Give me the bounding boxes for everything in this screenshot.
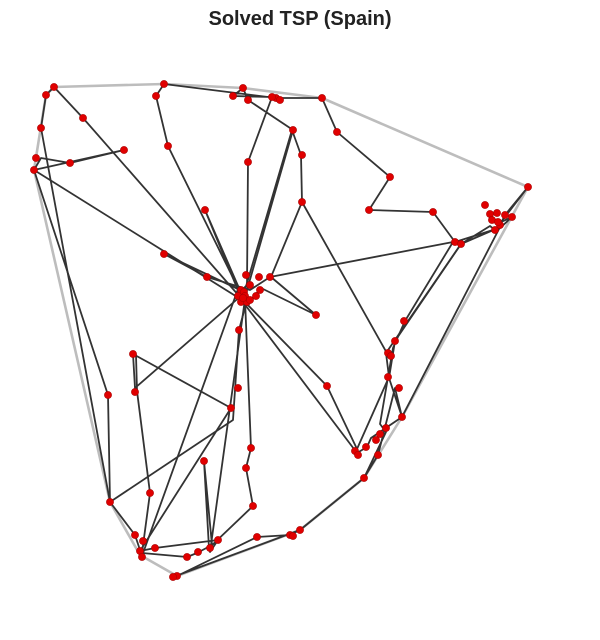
route-path-2 bbox=[33, 149, 254, 558]
city-point bbox=[32, 154, 40, 162]
city-point bbox=[362, 443, 370, 451]
city-point bbox=[429, 208, 437, 216]
city-point bbox=[391, 337, 399, 345]
city-point bbox=[354, 451, 362, 459]
city-point bbox=[333, 128, 341, 136]
city-point bbox=[183, 553, 191, 561]
city-point bbox=[252, 292, 260, 300]
city-point bbox=[151, 544, 159, 552]
city-point bbox=[382, 424, 390, 432]
city-point bbox=[239, 294, 247, 302]
city-point bbox=[203, 273, 211, 281]
city-point bbox=[289, 126, 297, 134]
chart-title: Solved TSP (Spain) bbox=[208, 8, 392, 30]
city-point bbox=[246, 296, 254, 304]
city-point bbox=[42, 91, 50, 99]
city-point bbox=[384, 373, 392, 381]
city-point bbox=[323, 382, 331, 390]
city-point bbox=[169, 573, 177, 581]
city-point bbox=[146, 489, 154, 497]
city-point bbox=[501, 211, 509, 219]
city-point bbox=[206, 544, 214, 552]
city-point bbox=[242, 464, 250, 472]
city-point bbox=[376, 430, 384, 438]
city-point bbox=[266, 273, 274, 281]
city-point bbox=[131, 531, 139, 539]
city-point bbox=[374, 451, 382, 459]
city-point bbox=[398, 413, 406, 421]
city-point bbox=[139, 537, 147, 545]
city-point bbox=[296, 526, 304, 534]
city-point bbox=[508, 213, 516, 221]
city-point bbox=[201, 206, 209, 214]
city-point bbox=[164, 142, 172, 150]
city-point bbox=[214, 536, 222, 544]
city-point bbox=[276, 96, 284, 104]
city-point bbox=[457, 240, 465, 248]
city-point bbox=[229, 92, 237, 100]
city-point bbox=[491, 226, 499, 234]
city-point bbox=[129, 350, 137, 358]
city-point bbox=[395, 384, 403, 392]
city-point bbox=[256, 286, 264, 294]
city-point bbox=[387, 352, 395, 360]
route-path-3 bbox=[33, 129, 303, 503]
city-point bbox=[37, 124, 45, 132]
city-point bbox=[365, 206, 373, 214]
city-point bbox=[235, 326, 243, 334]
city-point bbox=[200, 457, 208, 465]
route-path-4 bbox=[163, 201, 513, 578]
city-point bbox=[253, 533, 261, 541]
city-point bbox=[255, 273, 263, 281]
cities bbox=[30, 80, 532, 581]
city-point bbox=[160, 80, 168, 88]
city-point bbox=[268, 93, 276, 101]
city-point bbox=[234, 384, 242, 392]
city-point bbox=[244, 96, 252, 104]
city-point bbox=[239, 84, 247, 92]
city-point bbox=[289, 532, 297, 540]
city-point bbox=[30, 166, 38, 174]
city-point bbox=[138, 553, 146, 561]
city-point bbox=[318, 94, 326, 102]
city-point bbox=[227, 404, 235, 412]
city-point bbox=[481, 201, 489, 209]
city-point bbox=[249, 502, 257, 510]
city-point bbox=[298, 198, 306, 206]
city-point bbox=[247, 444, 255, 452]
city-point bbox=[66, 159, 74, 167]
city-point bbox=[246, 281, 254, 289]
city-point bbox=[244, 158, 252, 166]
city-point bbox=[372, 436, 380, 444]
city-point bbox=[104, 391, 112, 399]
city-point bbox=[160, 250, 168, 258]
city-point bbox=[524, 183, 532, 191]
city-point bbox=[79, 114, 87, 122]
city-point bbox=[360, 474, 368, 482]
city-point bbox=[400, 317, 408, 325]
city-point bbox=[242, 271, 250, 279]
city-point bbox=[194, 548, 202, 556]
city-point bbox=[152, 92, 160, 100]
city-point bbox=[494, 218, 502, 226]
city-point bbox=[106, 498, 114, 506]
city-point bbox=[386, 173, 394, 181]
city-point bbox=[298, 151, 306, 159]
city-point bbox=[50, 83, 58, 91]
city-point bbox=[131, 388, 139, 396]
city-point bbox=[120, 146, 128, 154]
city-point bbox=[493, 209, 501, 217]
city-point bbox=[312, 311, 320, 319]
